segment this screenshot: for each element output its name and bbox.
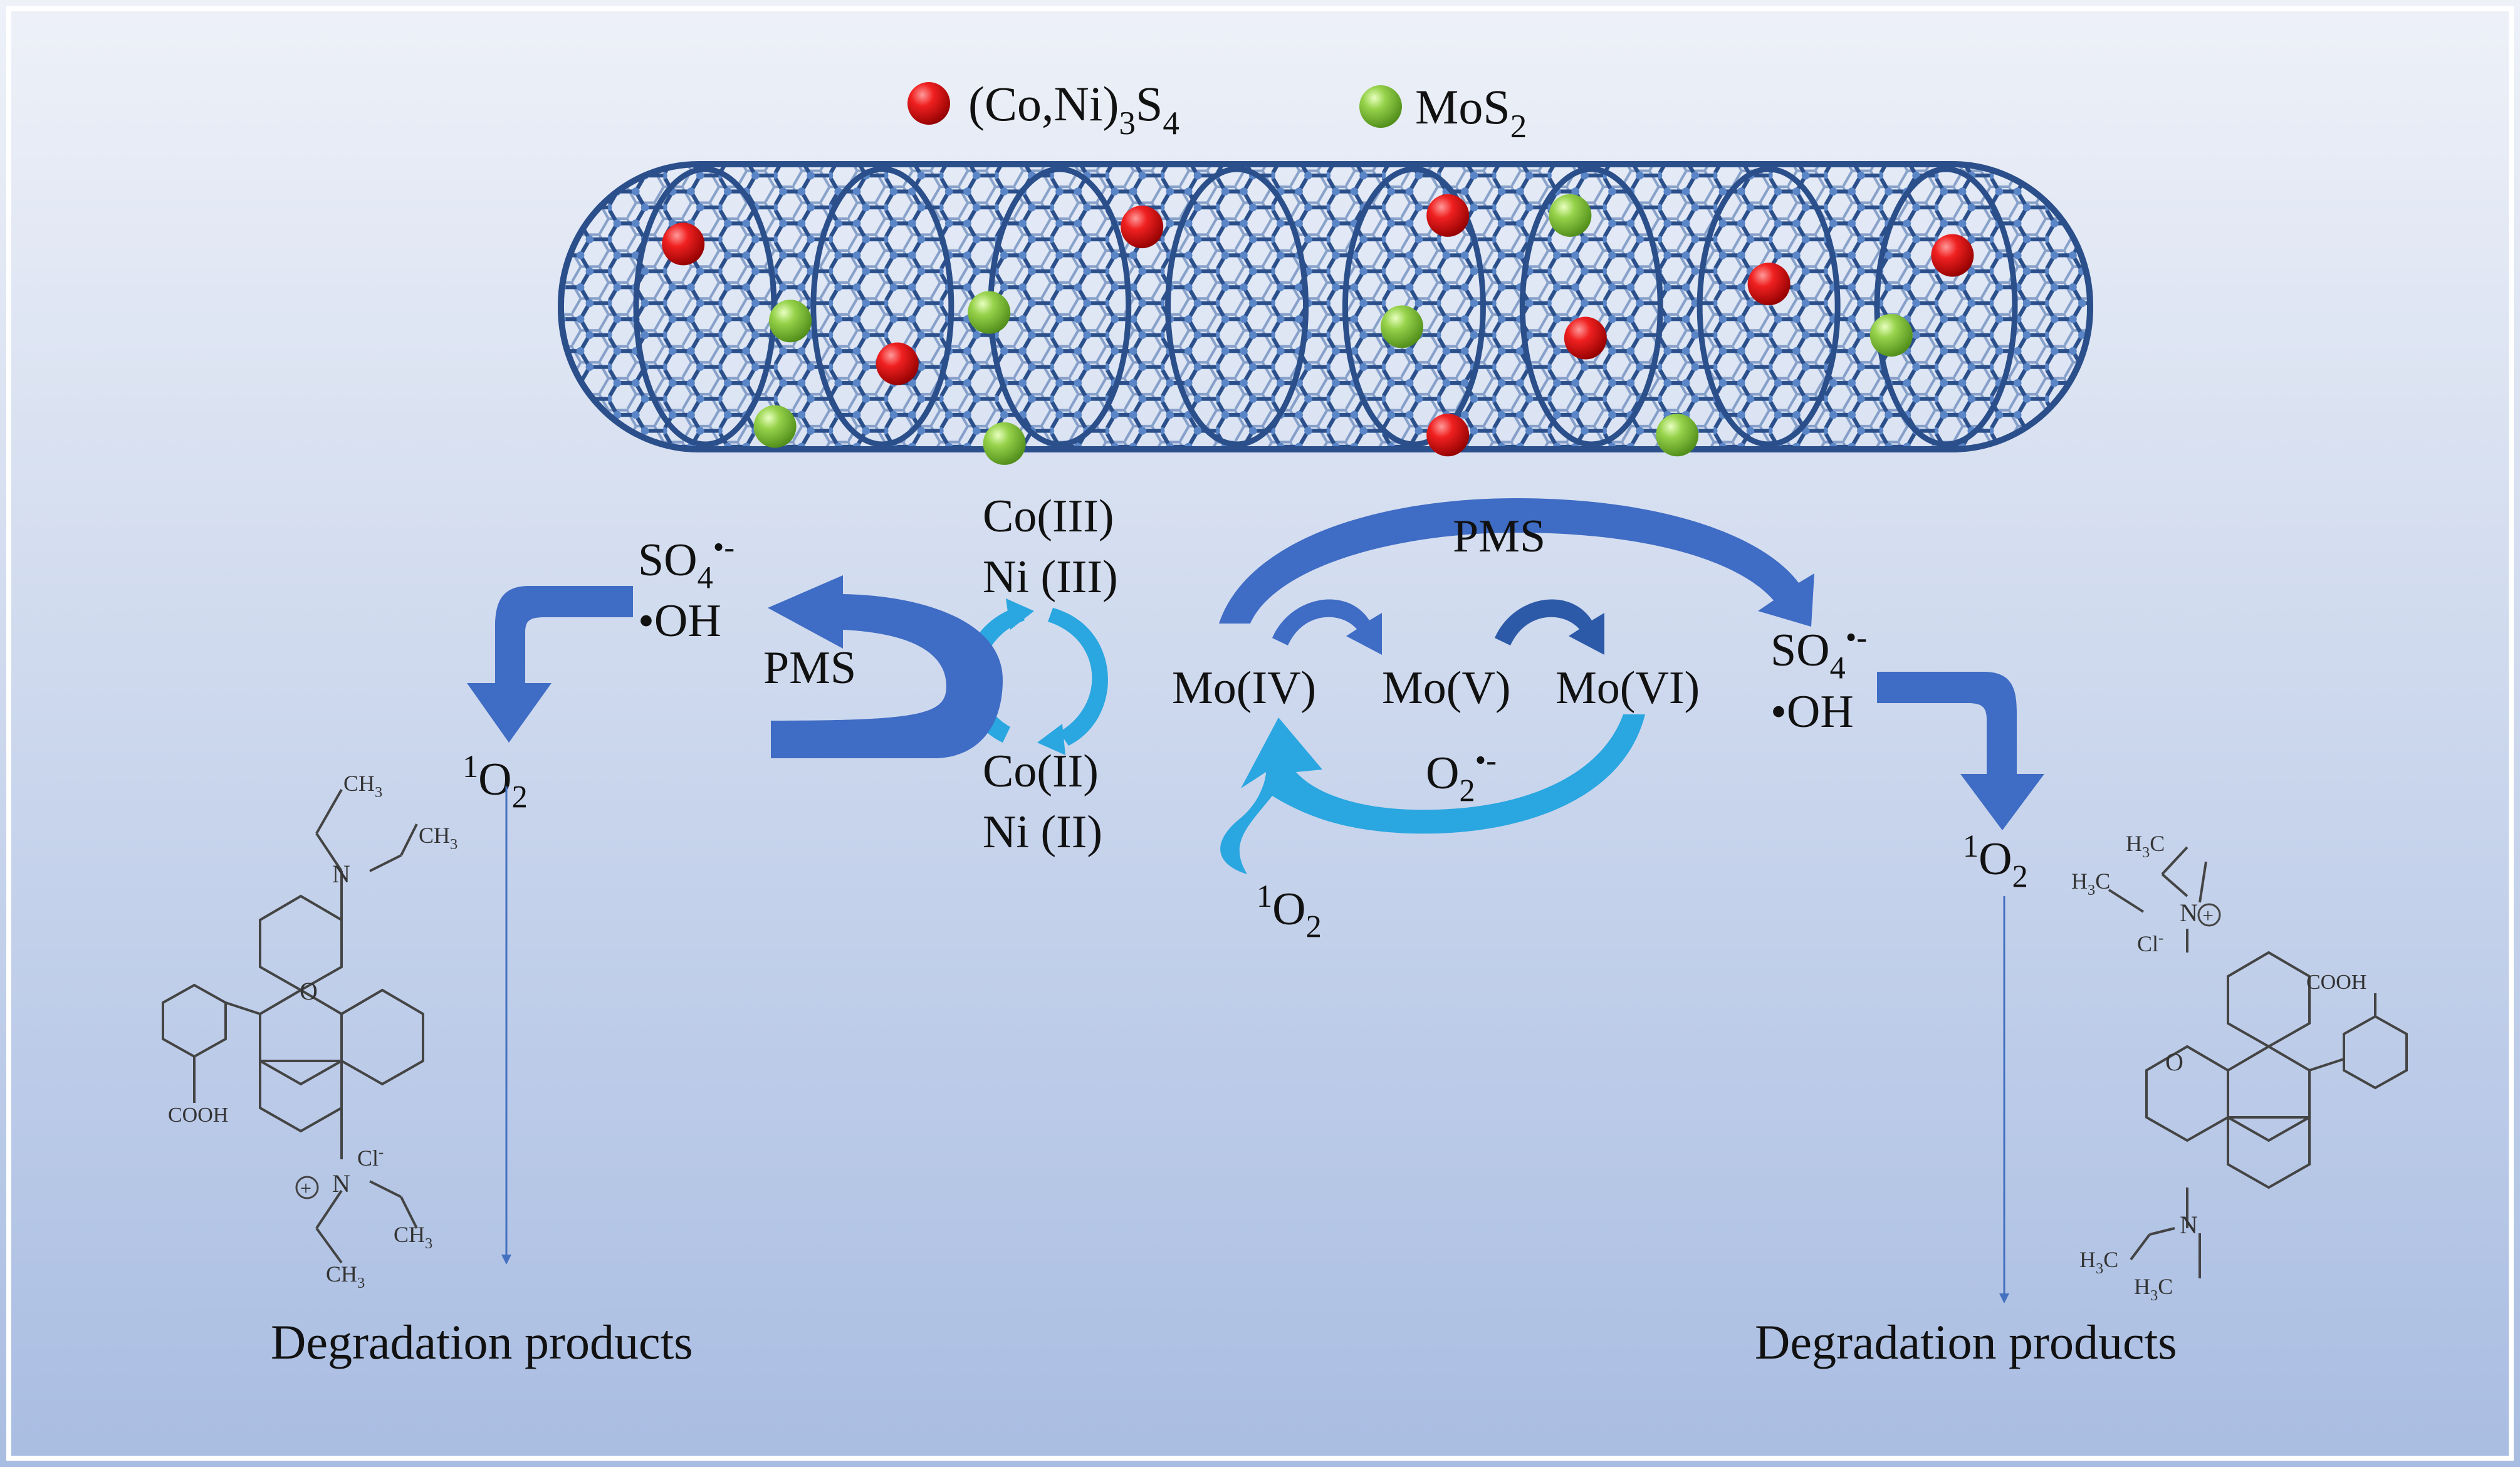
cns-particle xyxy=(876,342,919,385)
nanotube-ring xyxy=(1874,166,2018,447)
right-singlet-o2: 1O2 xyxy=(1963,828,2028,894)
left-pms-arrow xyxy=(768,575,1003,758)
svg-text:O: O xyxy=(300,977,318,1005)
svg-text:H3C: H3C xyxy=(2079,1247,2118,1277)
redox-arrowhead-bottom xyxy=(1037,724,1065,755)
redox-arc-right xyxy=(1048,608,1108,746)
svg-text:H3C: H3C xyxy=(2126,831,2165,861)
svg-text:Cl-: Cl- xyxy=(357,1144,384,1171)
left-oh-radical: •OH xyxy=(638,595,721,647)
mos2-particle xyxy=(1869,314,1913,357)
svg-text:+: + xyxy=(2202,904,2214,927)
cns-particle xyxy=(1564,316,1607,360)
svg-text:H3C: H3C xyxy=(2134,1274,2173,1304)
svg-text:N: N xyxy=(2180,899,2198,927)
left-cycle: Co(III) Ni (III) Co(II) Ni (II) PMS SO4•… xyxy=(271,491,1118,1369)
mo4-label: Mo(IV) xyxy=(1172,662,1316,714)
left-so4-radical: SO4•- xyxy=(638,530,735,595)
left-degradation-products: Degradation products xyxy=(271,1315,693,1369)
svg-text:CH3: CH3 xyxy=(419,823,457,853)
svg-text:N: N xyxy=(2180,1211,2198,1239)
cns-particle xyxy=(1426,414,1470,457)
legend-cns-label: (Co,Ni)3S4 xyxy=(968,76,1179,142)
redox-arrowhead-top xyxy=(1006,598,1034,630)
superoxide-label: O2•- xyxy=(1426,743,1497,808)
right-pms-label: PMS xyxy=(1453,511,1545,562)
svg-text:Cl-: Cl- xyxy=(2137,929,2163,956)
mos2-particle xyxy=(983,422,1026,465)
mos2-particle xyxy=(1549,194,1592,237)
right-bent-arrow xyxy=(1877,672,2044,830)
svg-text:O: O xyxy=(2165,1048,2183,1076)
svg-text:H3C: H3C xyxy=(2071,869,2110,899)
svg-text:CH3: CH3 xyxy=(343,771,382,801)
left-ni3-label: Ni (III) xyxy=(983,551,1118,603)
right-pms-arrow xyxy=(1219,498,1814,627)
svg-text:+: + xyxy=(300,1177,311,1199)
legend-cns-marker xyxy=(907,82,950,125)
svg-text:COOH: COOH xyxy=(2306,971,2366,994)
legend-mos2-marker xyxy=(1359,85,1402,128)
svg-text:N: N xyxy=(332,1169,350,1198)
svg-text:CH3: CH3 xyxy=(394,1222,432,1252)
right-cycle: PMS Mo(IV) Mo(V) Mo(VI) O2•- 1O2 SO4•- •… xyxy=(1172,498,2177,1369)
mo5-to-mo6-arrow xyxy=(1495,599,1604,655)
mos2-particle xyxy=(753,405,797,448)
svg-text:CH3: CH3 xyxy=(326,1261,365,1292)
svg-text:N: N xyxy=(332,860,350,888)
cns-particle xyxy=(1747,263,1791,306)
frame xyxy=(6,6,2514,1461)
right-rhodamine-molecule xyxy=(2108,846,2408,1278)
mo6-label: Mo(VI) xyxy=(1555,662,1700,714)
nanotube-ring xyxy=(1342,166,1486,447)
left-co2-label: Co(II) xyxy=(983,746,1099,797)
mo5-label: Mo(V) xyxy=(1382,662,1511,714)
mo4-to-mo5-arrow xyxy=(1272,599,1382,655)
legend-mos2-label: MoS2 xyxy=(1415,80,1527,145)
right-lower-arrow xyxy=(1220,714,1645,874)
cns-particle xyxy=(1426,194,1470,237)
nanotube-ring xyxy=(810,166,954,447)
cns-particle xyxy=(662,222,705,266)
mos2-particle xyxy=(968,291,1011,334)
mos2-particle xyxy=(1381,305,1423,348)
right-molecule-labels: H3C H3C N + Cl- COOH O N H3C H3C xyxy=(2071,831,2366,1304)
right-oh-radical: •OH xyxy=(1770,686,1854,738)
left-rhodamine-molecule xyxy=(162,789,424,1264)
left-pms-label: PMS xyxy=(763,642,856,694)
left-molecule-labels: CH3 CH3 N O COOH Cl- N + CH3 CH3 xyxy=(168,771,457,1292)
left-ni2-label: Ni (II) xyxy=(983,807,1102,858)
nanotube-ring xyxy=(1165,166,1309,447)
nanotube-ring xyxy=(633,166,777,447)
mos2-particle xyxy=(1656,414,1699,457)
left-co3-label: Co(III) xyxy=(983,491,1114,542)
mos2-particle xyxy=(769,300,812,343)
cns-particle xyxy=(1931,234,1974,277)
nanotube-ring xyxy=(1697,166,1841,447)
center-singlet-o2: 1O2 xyxy=(1257,879,1322,944)
right-degradation-products: Degradation products xyxy=(1755,1315,2177,1369)
cns-particle xyxy=(1121,206,1164,249)
right-so4-radical: SO4•- xyxy=(1770,620,1867,686)
svg-text:COOH: COOH xyxy=(168,1104,228,1127)
left-bent-arrow xyxy=(467,586,633,743)
legend: (Co,Ni)3S4 MoS2 xyxy=(907,76,1527,145)
carbon-nanotube xyxy=(558,161,2093,465)
nanotube-ring xyxy=(1519,166,1663,447)
